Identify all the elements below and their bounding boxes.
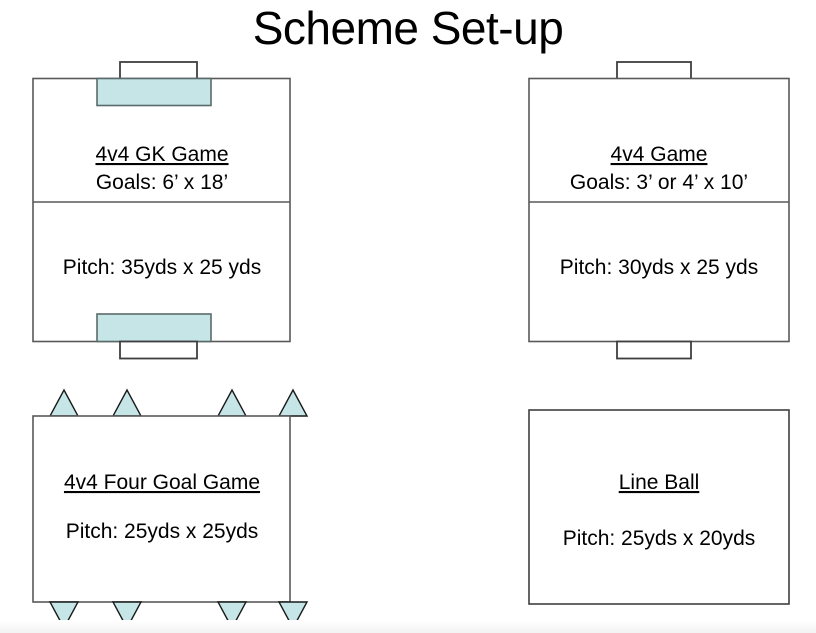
penalty-area-top-icon — [96, 77, 212, 107]
goal-bottom-icon — [616, 340, 692, 360]
diagram-title: 4v4 Game — [611, 143, 708, 166]
cone-bottom-4-icon — [277, 601, 309, 630]
diagram-4v4-gk-game: 4v4 GK Game Goals: 6’ x 18’ Pitch: 35yds… — [20, 55, 310, 365]
diagram-4v4-game: 4v4 Game Goals: 3’ or 4’ x 10’ Pitch: 30… — [516, 55, 806, 365]
goal-top-icon — [119, 61, 198, 80]
pitch-outline — [528, 409, 790, 605]
cone-bottom-2-icon — [111, 601, 143, 630]
diagram-pitch-label: Pitch: 25yds x 25yds — [66, 520, 259, 543]
pitch-outline — [32, 77, 291, 343]
diagram-line-ball: Line Ball Pitch: 25yds x 20yds — [516, 400, 806, 615]
cone-top-4-icon — [277, 388, 309, 417]
cone-top-2-icon — [111, 388, 143, 417]
diagram-title: 4v4 Four Goal Game — [64, 471, 260, 494]
diagram-title: 4v4 GK Game — [95, 143, 228, 166]
diagram-4v4-four-goal-game: 4v4 Four Goal Game Pitch: 25yds x 25yds — [20, 385, 320, 633]
goal-top-icon — [616, 61, 692, 80]
diagram-pitch-label: Pitch: 25yds x 20yds — [563, 527, 756, 550]
cone-top-1-icon — [48, 388, 80, 417]
diagram-pitch-label: Pitch: 30yds x 25 yds — [560, 256, 758, 279]
cone-bottom-1-icon — [48, 601, 80, 630]
diagram-title: Line Ball — [619, 471, 700, 494]
cone-bottom-3-icon — [216, 601, 248, 630]
diagram-pitch-label: Pitch: 35yds x 25 yds — [63, 256, 261, 279]
pitch-outline — [32, 415, 291, 603]
penalty-area-bottom-icon — [96, 313, 212, 343]
slide-footer-band — [0, 620, 816, 633]
goal-bottom-icon — [119, 340, 198, 360]
cone-top-3-icon — [216, 388, 248, 417]
diagram-subtitle: Goals: 6’ x 18’ — [96, 171, 228, 194]
page-title: Scheme Set-up — [252, 2, 564, 54]
diagram-subtitle: Goals: 3’ or 4’ x 10’ — [570, 171, 748, 194]
pitch-outline — [528, 77, 790, 343]
